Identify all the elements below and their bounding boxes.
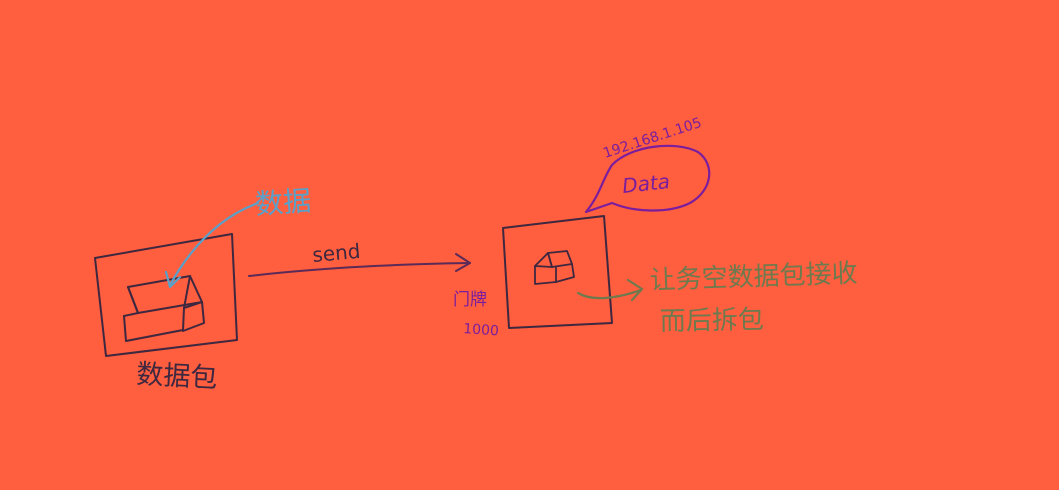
data-bubble-label: Data — [621, 169, 671, 198]
receiver-frame — [502, 215, 613, 329]
sender-frame — [94, 233, 238, 357]
packet-box-icon — [123, 275, 205, 342]
receive-note-line2: 而后拆包 — [660, 305, 765, 337]
data-bubble — [584, 144, 711, 214]
port-label: 门牌 — [453, 290, 487, 310]
data-annotation-label: 数据 — [254, 184, 312, 221]
send-label: send — [311, 239, 361, 267]
packet-caption: 数据包 — [136, 359, 219, 394]
receive-note-arrow — [576, 278, 644, 302]
received-packet-icon — [534, 250, 575, 285]
ip-address: 192.168.1.105 — [601, 115, 703, 162]
port-number: 1000 — [463, 321, 500, 339]
receive-note-line1: 让务空数据包接收 — [649, 259, 858, 296]
send-arrow — [248, 253, 471, 277]
data-annotation-arrow — [164, 201, 260, 289]
